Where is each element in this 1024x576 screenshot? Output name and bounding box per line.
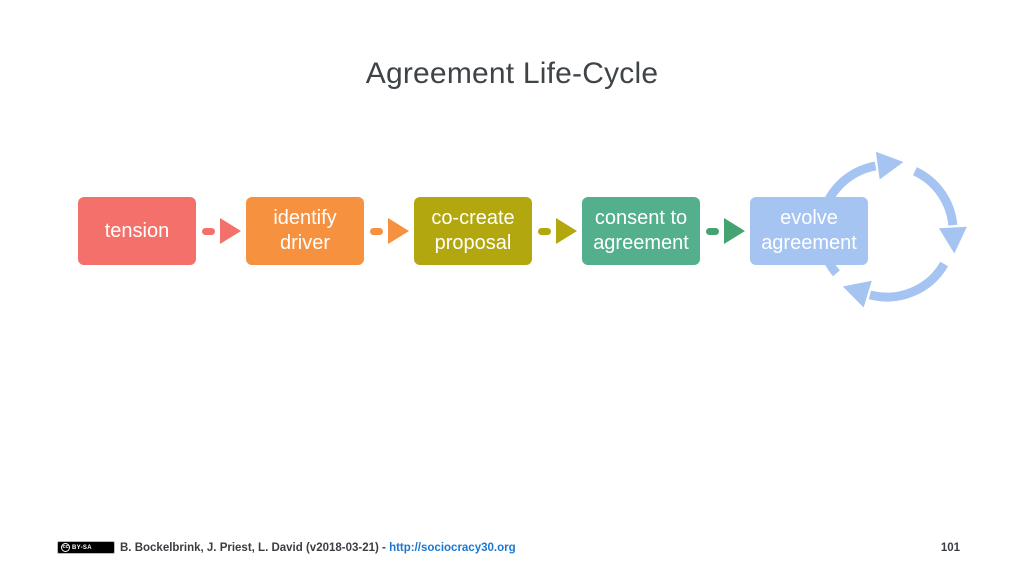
cycle-arc-right bbox=[912, 167, 958, 226]
cycle-arrowhead-right-icon bbox=[938, 226, 967, 254]
arrow-triangle-icon bbox=[387, 218, 409, 244]
step-identify-driver-label: identify driver bbox=[273, 207, 337, 254]
arrow-dash-icon bbox=[705, 227, 719, 235]
sociocracy-link[interactable]: http://sociocracy30.org bbox=[389, 541, 516, 554]
arrow-triangle-icon bbox=[219, 218, 241, 244]
footer: cc BY-SA B. Bockelbrink, J. Priest, L. D… bbox=[57, 541, 967, 554]
cc-by-sa-license-badge: cc BY-SA bbox=[57, 541, 115, 554]
page-title: Agreement Life-Cycle bbox=[365, 57, 659, 90]
cycle-arc-bottom bbox=[868, 261, 949, 302]
arrow-dash-icon bbox=[369, 227, 383, 235]
step-evolve-agreement-label: evolve agreement bbox=[761, 207, 857, 254]
arrow-4 bbox=[700, 197, 750, 265]
step-consent-to-agreement: consent to agreement bbox=[582, 197, 700, 265]
arrow-dash-icon bbox=[537, 227, 551, 235]
step-consent-to-agreement-label: consent to agreement bbox=[593, 207, 689, 254]
arrow-2 bbox=[364, 197, 414, 265]
step-co-create-proposal: co-create proposal bbox=[414, 197, 532, 265]
arrow-triangle-icon bbox=[723, 218, 745, 244]
arrow-1 bbox=[196, 197, 246, 265]
cycle-arrowhead-bottom-icon bbox=[842, 280, 872, 308]
cycle-arrowhead-top-icon bbox=[875, 151, 904, 180]
attribution-text: B. Bockelbrink, J. Priest, L. David (v20… bbox=[120, 541, 390, 554]
page-number: 101 bbox=[940, 542, 960, 554]
agreement-lifecycle-flow: tension identify driver co-create propos… bbox=[78, 197, 868, 265]
arrow-3 bbox=[532, 197, 582, 265]
arrow-triangle-icon bbox=[555, 218, 577, 244]
cc-icon: cc bbox=[61, 543, 70, 552]
step-co-create-proposal-label: co-create proposal bbox=[431, 207, 515, 254]
step-tension-label: tension bbox=[104, 219, 170, 242]
arrow-dash-icon bbox=[201, 227, 215, 235]
step-evolve-agreement: evolve agreement bbox=[750, 197, 868, 265]
step-tension: tension bbox=[78, 197, 196, 265]
cc-badge-label: BY-SA bbox=[72, 544, 92, 551]
step-identify-driver: identify driver bbox=[246, 197, 364, 265]
